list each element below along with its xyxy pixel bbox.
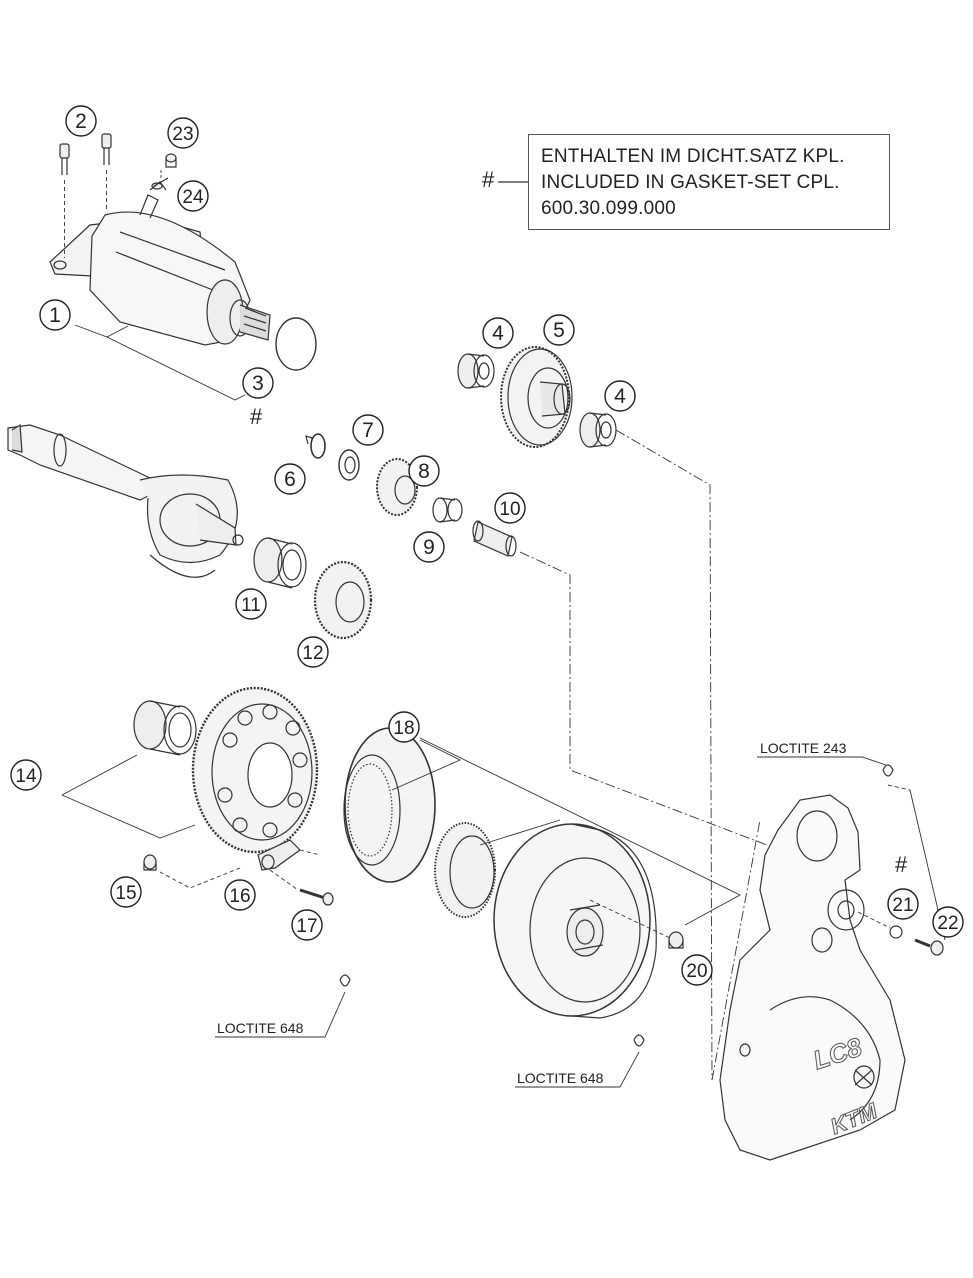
callout-circle-17 — [291, 909, 323, 941]
callout-number-20: 20 — [686, 961, 707, 982]
callout-number-2: 2 — [75, 110, 87, 133]
callout-circle-4 — [604, 380, 636, 412]
gasket-set-legend: ENTHALTEN IM DICHT.SATZ KPL. INCLUDED IN… — [528, 134, 890, 230]
callout-circle-12 — [297, 636, 329, 668]
loctite-648-label-left: LOCTITE 648 — [217, 1020, 304, 1036]
pin — [143, 854, 157, 871]
bearing-right — [579, 412, 617, 448]
callout-circle-20 — [681, 954, 713, 986]
callout-number-22: 22 — [937, 913, 958, 934]
legend-symbol: # — [482, 167, 495, 192]
legend-line-part-number: 600.30.099.000 — [541, 198, 676, 219]
callout-number-14: 14 — [15, 766, 37, 787]
callout-circle-7 — [352, 414, 384, 446]
needle-sleeve — [253, 537, 307, 589]
gasket-set-marker: # — [895, 852, 908, 877]
legend-line-german: ENTHALTEN IM DICHT.SATZ KPL. — [541, 146, 845, 167]
callout-circle-4 — [482, 317, 514, 349]
callout-number-16: 16 — [229, 886, 250, 907]
callout-circle-8 — [408, 455, 440, 487]
callout-number-1: 1 — [49, 304, 61, 327]
flywheel-rotor — [493, 823, 657, 1019]
callout-circle-18 — [388, 711, 420, 743]
loctite-drop — [633, 1034, 645, 1047]
starter-gear-small — [376, 458, 418, 516]
callout-number-5: 5 — [553, 319, 565, 342]
loctite-243-label: LOCTITE 243 — [760, 740, 847, 756]
callout-circle-11 — [235, 588, 267, 620]
loctite-drop — [882, 764, 894, 777]
rotor-nut — [668, 931, 684, 949]
loctite-drop — [339, 974, 351, 987]
callout-circle-9 — [413, 531, 445, 563]
bolt-left — [59, 143, 70, 258]
callout-number-11: 11 — [241, 595, 261, 616]
callout-circle-21 — [887, 888, 919, 920]
callout-circle-16 — [224, 879, 256, 911]
callout-number-7: 7 — [362, 419, 374, 442]
retainer-lever — [257, 839, 301, 871]
callout-circle-22 — [932, 906, 964, 938]
freewheel-housing — [343, 727, 436, 883]
freewheel-sleeve — [133, 700, 197, 756]
thrust-washer — [338, 449, 360, 481]
circlip — [310, 433, 326, 459]
callout-number-17: 17 — [296, 916, 317, 937]
intermediate-gear — [500, 346, 573, 448]
callout-circle-5 — [543, 314, 575, 346]
callout-circle-15 — [110, 876, 142, 908]
starter-gear-large — [191, 686, 319, 854]
callout-number-4: 4 — [614, 385, 626, 408]
callout-number-10: 10 — [499, 499, 520, 520]
assembly-line — [615, 429, 713, 1081]
loctite-648-label-right: LOCTITE 648 — [517, 1070, 604, 1086]
callout-number-23: 23 — [172, 124, 193, 145]
callout-number-12: 12 — [302, 643, 323, 664]
ignition-cover — [719, 794, 906, 1161]
callout-circle-2 — [65, 105, 97, 137]
bearing-left — [457, 353, 495, 389]
callout-number-4: 4 — [492, 322, 504, 345]
callout-circle-23 — [167, 117, 199, 149]
cover-bolt — [914, 938, 944, 956]
terminal-nut — [151, 153, 177, 190]
starter-motor — [49, 181, 317, 371]
lever-bolt — [299, 888, 334, 906]
callout-number-21: 21 — [892, 895, 913, 916]
callout-number-8: 8 — [418, 460, 430, 483]
freewheel — [434, 822, 496, 918]
gasket-set-marker: # — [250, 404, 263, 429]
washer-small — [889, 925, 903, 939]
callout-circle-10 — [494, 492, 526, 524]
crankshaft — [7, 423, 244, 578]
gear-shaft — [472, 520, 517, 557]
callout-circle-1 — [39, 299, 71, 331]
callout-circle-24 — [177, 180, 209, 212]
callout-number-18: 18 — [393, 718, 414, 739]
callout-circle-6 — [274, 463, 306, 495]
bolt-right — [101, 133, 112, 212]
callout-number-6: 6 — [284, 468, 296, 491]
callout-circle-3 — [242, 367, 274, 399]
callout-circle-14 — [10, 759, 42, 791]
callout-number-9: 9 — [423, 536, 435, 559]
starter-gear-medium — [313, 560, 373, 640]
callout-number-15: 15 — [115, 883, 136, 904]
needle-bearing — [432, 497, 463, 523]
callout-number-3: 3 — [252, 372, 264, 395]
callout-number-24: 24 — [182, 187, 204, 208]
legend-line-english: INCLUDED IN GASKET-SET CPL. — [541, 172, 840, 193]
